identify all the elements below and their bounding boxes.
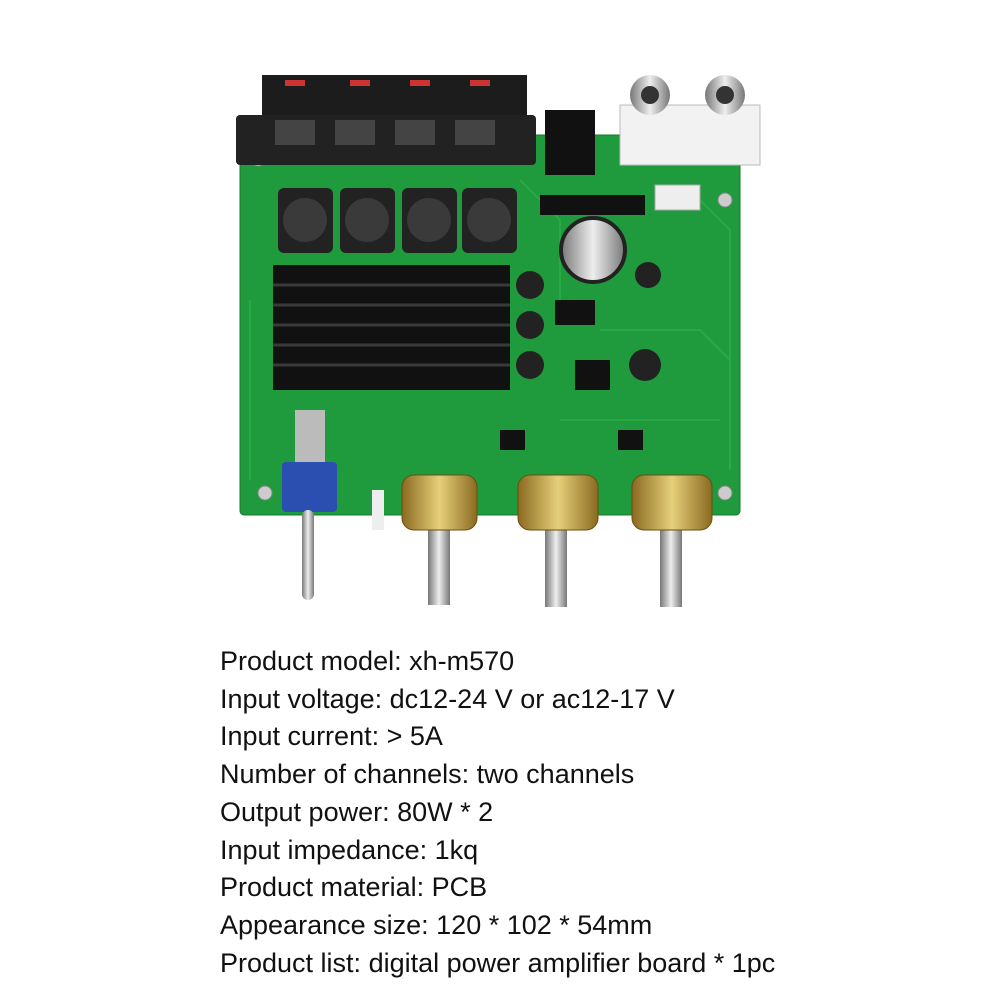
spec-input-impedance: Input impedance: 1kq — [220, 832, 775, 870]
spec-value: PCB — [431, 872, 488, 903]
spec-value: > 5A — [386, 721, 443, 752]
amplifier-board-photo — [236, 75, 761, 607]
potentiometers — [401, 474, 713, 607]
spec-product-model: Product model: xh-m570 — [220, 643, 775, 681]
spec-value: 1kq — [434, 834, 479, 865]
spec-label: Input impedance: — [220, 834, 428, 865]
spec-value: dc12-24 V or ac12-17 V — [389, 683, 675, 714]
spec-value: two channels — [476, 759, 635, 790]
spec-material: Product material: PCB — [220, 869, 775, 907]
spec-label: Input voltage: — [220, 683, 383, 714]
spec-label: Output power: — [220, 796, 390, 827]
main-capacitor — [559, 216, 627, 284]
spec-label: Product material: — [220, 872, 425, 903]
heatsink — [273, 265, 510, 390]
spec-output-power: Output power: 80W * 2 — [220, 794, 775, 832]
spec-label: Number of channels: — [220, 759, 470, 790]
power-toggle-switch — [282, 410, 337, 600]
inductors — [278, 188, 517, 253]
spec-channels: Number of channels: two channels — [220, 756, 775, 794]
spec-input-current: Input current: > 5A — [220, 718, 775, 756]
dc-power-jack — [545, 110, 595, 175]
spec-size: Appearance size: 120 * 102 * 54mm — [220, 907, 775, 945]
speaker-terminal-block — [236, 75, 536, 165]
rca-input-jacks — [619, 75, 761, 166]
spec-value: 120 * 102 * 54mm — [436, 909, 653, 940]
spec-label: Input current: — [220, 721, 380, 752]
spec-value: xh-m570 — [409, 646, 515, 676]
spec-product-list: Product list: digital power amplifier bo… — [220, 945, 775, 983]
spec-label: Appearance size: — [220, 909, 429, 940]
spec-value: digital power amplifier board * 1pc — [368, 947, 776, 978]
spec-input-voltage: Input voltage: dc12-24 V or ac12-17 V — [220, 681, 775, 719]
spec-label: Product list: — [220, 947, 362, 978]
spec-label: Product model: — [220, 646, 402, 676]
spec-value: 80W * 2 — [397, 796, 494, 827]
spec-list: Product model: xh-m570 Input voltage: dc… — [220, 643, 775, 982]
